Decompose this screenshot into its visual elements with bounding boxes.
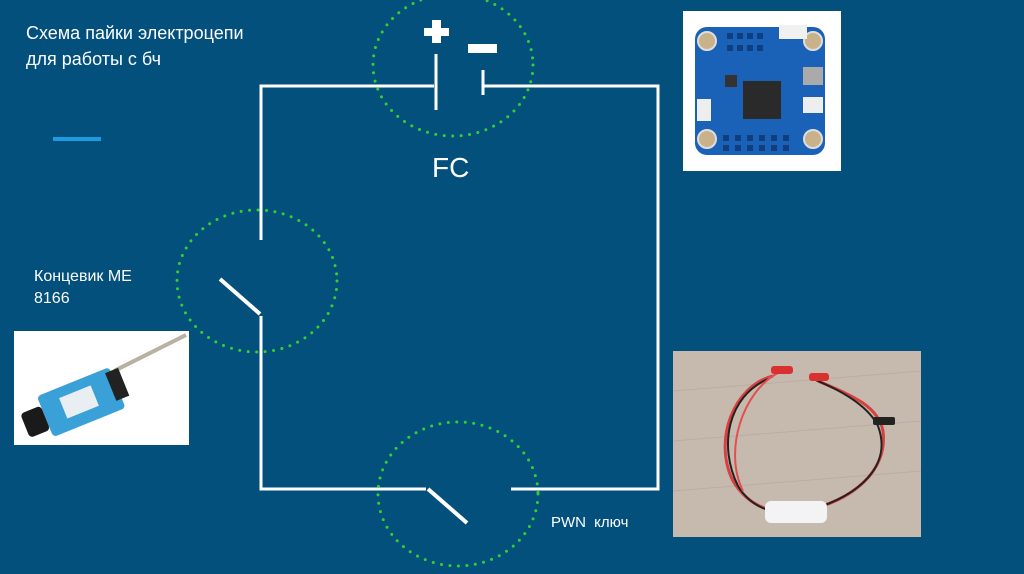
wire-top-left	[259, 84, 434, 240]
fc-label: FC	[432, 152, 470, 183]
battery-symbol	[424, 20, 497, 110]
limit-switch-photo	[14, 331, 189, 445]
slide-title-line-1: Схема пайки электроцепи	[26, 23, 244, 43]
pwm-switch-highlight-circle	[376, 420, 540, 568]
plus-icon	[424, 20, 449, 43]
limit-switch-label: Концевик ME 8166	[34, 266, 174, 310]
wire-top-right	[484, 84, 660, 491]
minus-icon	[468, 44, 497, 53]
accent-bar	[53, 137, 101, 141]
limit-switch-label-line-1: Концевик ME	[34, 268, 132, 285]
battery-highlight-circle	[371, 0, 535, 138]
circuit-wires	[259, 84, 660, 491]
slide-title: Схема пайки электроцепи для работы с бч	[26, 20, 244, 72]
limit-switch-highlight-circle	[175, 208, 339, 354]
wire-left-bottom	[259, 316, 426, 491]
pwm-switch-contact	[426, 487, 469, 525]
limit-switch-contact	[218, 277, 262, 316]
limit-switch-label-line-2: 8166	[34, 290, 70, 307]
pwm-switch-photo	[673, 351, 921, 537]
slide-title-line-2: для работы с бч	[26, 49, 161, 69]
pwm-switch-label: PWN ключ	[551, 514, 629, 531]
flight-controller-photo	[683, 11, 841, 171]
